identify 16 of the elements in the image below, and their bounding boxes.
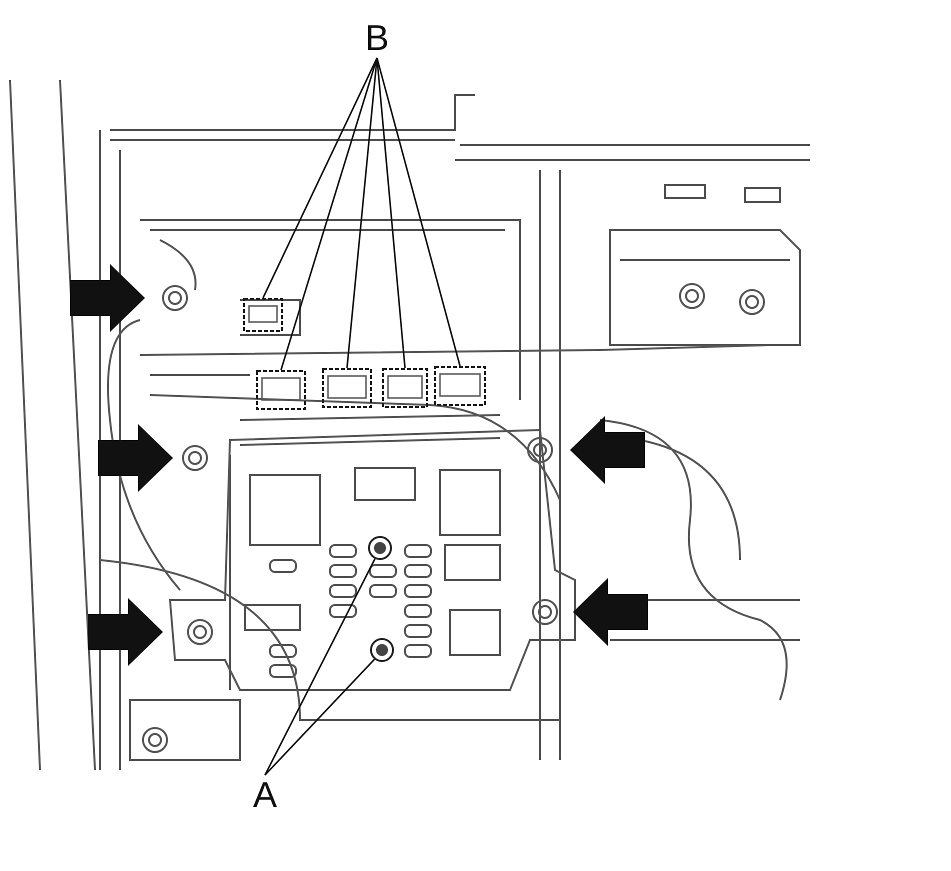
leader-line: [264, 658, 376, 776]
leader-line: [376, 58, 461, 366]
leader-line: [264, 558, 376, 776]
connector-drawing: [382, 368, 428, 408]
leader-line: [280, 58, 378, 370]
connector-drawing: [256, 370, 306, 410]
mounting-bolt-drawing: [370, 638, 394, 662]
leader-line: [376, 58, 406, 368]
leader-line: [262, 58, 378, 298]
mounting-bolt-drawing: [368, 536, 392, 560]
callout-letter: B: [362, 18, 392, 58]
callout-letter: A: [250, 775, 280, 815]
leader-line: [346, 58, 378, 368]
connector-drawing: [243, 298, 283, 332]
connector-drawing: [322, 368, 372, 408]
connector-drawing: [434, 366, 486, 406]
